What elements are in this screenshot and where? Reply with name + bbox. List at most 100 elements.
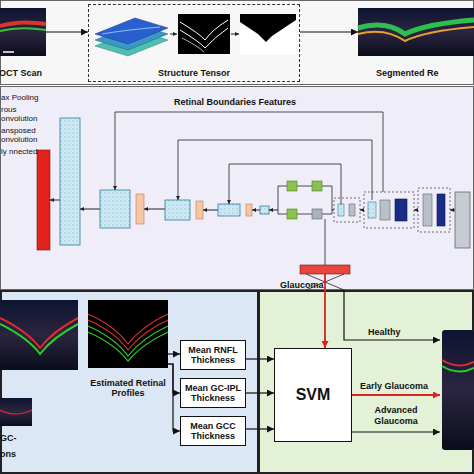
connector-arrow xyxy=(300,31,358,32)
output-label: Glaucoma xyxy=(280,280,330,291)
conv-block xyxy=(437,194,445,226)
flow-wire xyxy=(332,210,334,211)
scale-bar xyxy=(3,51,14,53)
retina-profile xyxy=(442,366,474,372)
early-glaucoma-arrow xyxy=(352,394,440,396)
legend-text: ly nnected xyxy=(1,147,37,156)
atrous-conv-block xyxy=(287,181,297,191)
edge-line xyxy=(182,38,204,52)
skip-connection xyxy=(229,164,341,204)
transposed-conv-block xyxy=(136,194,144,224)
conv-block xyxy=(165,200,190,220)
fully-connected-layer xyxy=(300,265,350,274)
connection-label: Retinal Boundaries Features xyxy=(170,97,300,108)
oct-image xyxy=(0,300,78,370)
edge-line xyxy=(180,28,228,48)
retina-profile xyxy=(88,326,168,356)
classifier-wire xyxy=(325,219,326,265)
encoder-group xyxy=(334,198,360,222)
conv-block xyxy=(260,206,269,214)
flow-arrow xyxy=(170,34,177,35)
process-box: Mean GC-IPL Thickness xyxy=(180,378,246,408)
legend-text: ax Pooling xyxy=(1,93,38,102)
retina-profile xyxy=(88,332,168,361)
class-label: Early Glaucoma xyxy=(360,381,442,392)
box-text: Mean GCC Thickness xyxy=(183,421,243,442)
legend-item: ly nnected xyxy=(1,147,47,156)
class-label: Advanced Glaucoma xyxy=(370,405,422,427)
skip-connection xyxy=(178,140,372,200)
retina-profile xyxy=(88,314,168,344)
flow-arrow xyxy=(50,200,60,201)
retina-layer xyxy=(0,22,46,26)
encoder-group xyxy=(364,192,414,228)
flow-arrow xyxy=(231,34,239,35)
flow-arrow xyxy=(144,209,165,210)
image-node: Estimated Retinal Profiles xyxy=(88,300,168,368)
oct-image xyxy=(0,8,46,56)
segment-band xyxy=(358,27,474,41)
pooling-block xyxy=(349,204,355,216)
connector-arrow xyxy=(246,358,274,359)
legend-item: rous onvolution xyxy=(1,105,47,123)
box-text: Mean RNFL Thickness xyxy=(183,345,243,366)
retina-layer xyxy=(0,28,46,31)
image-node: Segmented Re xyxy=(358,8,474,56)
pooling-block xyxy=(423,194,432,226)
classifier-panel xyxy=(259,291,473,473)
flow-arrow xyxy=(252,210,260,211)
cropped-label: ons xyxy=(0,449,40,460)
edge-line xyxy=(180,20,228,40)
flow-arrow xyxy=(360,210,364,211)
advanced-glaucoma-arrow xyxy=(352,431,440,432)
process-box: Mean RNFL Thickness xyxy=(180,340,246,370)
box-text: Mean GC-IPL Thickness xyxy=(183,383,243,404)
segmented-image xyxy=(358,8,474,56)
dashed-group: Structure Tensor xyxy=(88,4,300,82)
input-block xyxy=(455,192,470,248)
retina-profile xyxy=(442,360,474,366)
tensor-texture xyxy=(102,27,160,34)
edge-map-image xyxy=(178,14,230,54)
flow-arrow xyxy=(203,210,218,211)
connector-arrow xyxy=(168,364,180,431)
legend-item: ansposed onvolution xyxy=(1,126,47,144)
conv-block xyxy=(368,202,376,218)
box-text: SVM xyxy=(296,386,331,404)
class-label: Healthy xyxy=(368,327,428,338)
retina-profile xyxy=(0,324,78,354)
oct-thumbnail xyxy=(0,398,32,426)
image-caption: Estimated Retinal Profiles xyxy=(73,378,183,399)
connector-arrow xyxy=(168,353,180,354)
skip-connection xyxy=(115,112,383,192)
retina-profile xyxy=(0,318,78,348)
pooling-block xyxy=(312,209,322,219)
retina-profile xyxy=(88,320,168,350)
conv-block xyxy=(338,204,344,216)
process-box: Mean GCC Thickness xyxy=(180,416,246,446)
atrous-conv-block xyxy=(312,181,322,191)
conv-block xyxy=(60,118,80,245)
branch-wire xyxy=(278,186,332,214)
fully-connected-layer xyxy=(37,150,50,250)
output-image xyxy=(442,330,474,450)
connector-arrow xyxy=(246,392,274,393)
flow-arrow xyxy=(414,210,418,211)
legend: ax Pooling rous onvolution ansposed onvolu… xyxy=(1,93,47,156)
image-caption: Structure Tensor xyxy=(89,68,299,78)
atrous-conv-block xyxy=(287,209,297,219)
transposed-conv-block xyxy=(196,201,203,219)
retina-profile xyxy=(0,410,32,414)
conv-block xyxy=(218,204,240,216)
conv-block xyxy=(395,199,407,221)
mask-image xyxy=(240,14,296,54)
glaucoma-arrow xyxy=(324,274,326,348)
network-panel xyxy=(1,87,474,290)
feature-panel xyxy=(1,291,258,473)
cropped-label: GC- xyxy=(0,433,40,444)
image-caption: OCT Scan xyxy=(0,68,69,78)
transposed-conv-block xyxy=(246,204,252,216)
image-node: OCT Scan xyxy=(0,8,46,56)
